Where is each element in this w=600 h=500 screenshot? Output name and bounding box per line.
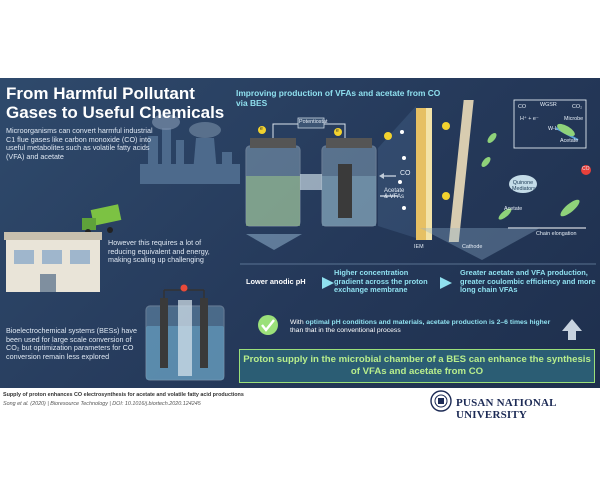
potentiostat-label: Potentiostat (299, 119, 328, 125)
co-inlet-label: CO (400, 170, 411, 177)
quinone-label: Quinone Mediators (512, 180, 536, 192)
wgsr-label: WGSR (540, 102, 557, 108)
acetate-label: Acetate (504, 206, 523, 212)
note-prefix: With (290, 319, 306, 326)
university-seal-icon (430, 390, 452, 412)
hplus-label: H⁺ + e⁻ (520, 116, 539, 122)
result-note: With optimal pH conditions and materials… (290, 319, 558, 336)
products-label: Acetate & VFAs (384, 188, 405, 200)
flow-step-gradient: Higher concentration gradient across the… (334, 268, 428, 295)
wl-label: W-L (548, 126, 558, 132)
factory-illustration (140, 114, 240, 184)
up-arrow-icon (562, 319, 582, 340)
box-acetate-label: Acetate (560, 138, 579, 144)
intro-text: Microorganisms can convert harmful indus… (6, 126, 153, 161)
note-highlight: optimal pH conditions and materials, ace… (305, 319, 551, 326)
bes-cell-illustration (145, 284, 225, 381)
flow-step-outcome: Greater acetate and VFA production, grea… (460, 268, 596, 295)
flow-arrows (246, 228, 540, 289)
challenge-text: However this requires a lot of reducing … (108, 238, 210, 265)
iem-label: IEM (414, 244, 424, 250)
poster-title: From Harmful Pollutant Gases to Useful C… (6, 84, 225, 122)
chain-elongation-label: Chain elongation (536, 231, 577, 237)
figure-caption: Supply of proton enhances CO electrosynt… (3, 392, 244, 398)
figure-citation: Song et al. (2020) | Bioresource Technol… (3, 401, 201, 407)
truck-illustration (82, 204, 122, 235)
co-circle-label: CO (582, 166, 590, 172)
check-icon (258, 315, 278, 335)
cathode-label: Cathode (462, 244, 483, 250)
bes-text: Bioelectrochemical systems (BESs) have b… (6, 326, 138, 361)
flow-step-lower-ph: Lower anodic pH (246, 277, 306, 286)
co2-label: CO₂ (572, 104, 583, 110)
conclusion-banner: Proton supply in the microbial chamber o… (239, 349, 595, 383)
electron-label-2: e (336, 128, 339, 134)
illustration-layer (4, 99, 596, 381)
electron-label-1: e (260, 126, 263, 132)
microbe-label: Microbe (564, 116, 584, 122)
building-illustration (4, 232, 102, 292)
box-co-label: CO (518, 104, 527, 110)
note-suffix: than that in the conventional process (290, 327, 401, 335)
diagram-headline: Improving production of VFAs and acetate… (236, 88, 441, 108)
reactor-diagram (245, 99, 591, 242)
university-name: PUSAN NATIONAL UNIVERSITY (456, 397, 557, 421)
infographic-panel: From Harmful Pollutant Gases to Useful C… (0, 78, 600, 388)
